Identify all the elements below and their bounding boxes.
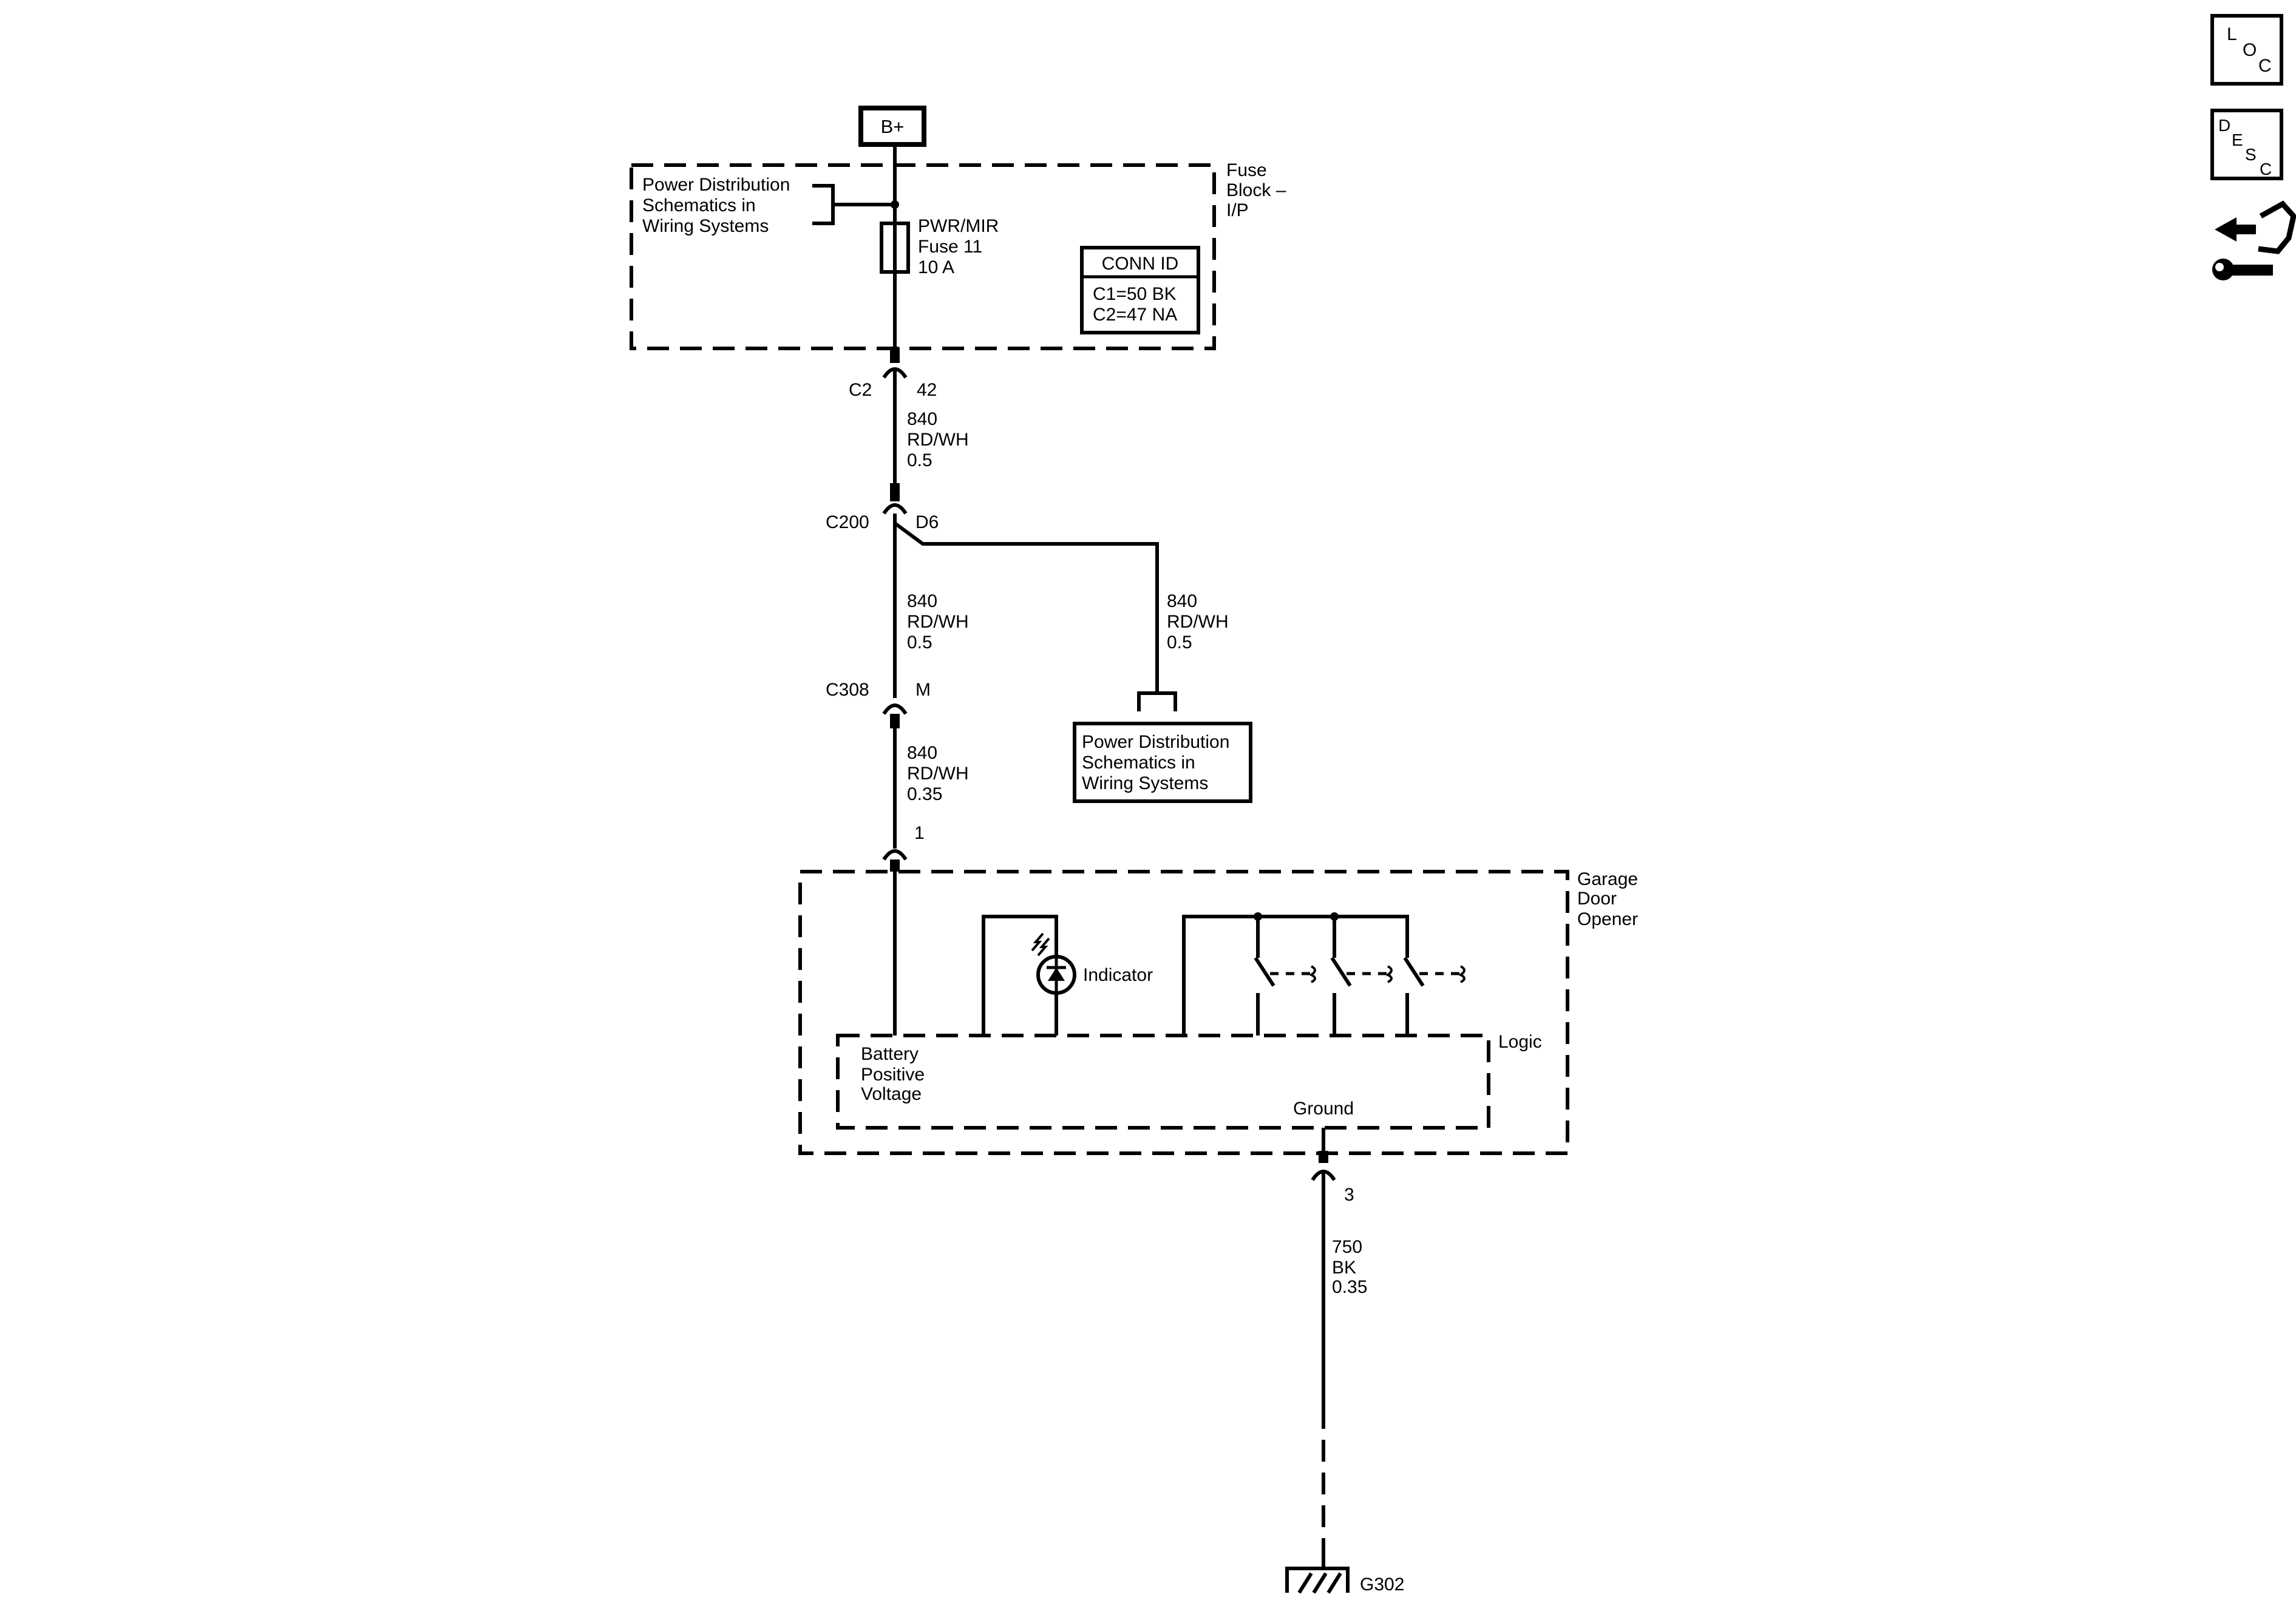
svg-text:C: C bbox=[2258, 56, 2272, 76]
wire-label-840-b: 840 RD/WH 0.5 bbox=[907, 591, 974, 653]
conn-id-table: CONN ID C1=50 BK C2=47 NA bbox=[1080, 246, 1200, 334]
fuse-block-label: Fuse Block – I/P bbox=[1226, 160, 1291, 220]
conn-id-header: CONN ID bbox=[1102, 254, 1179, 274]
c308-pin: M bbox=[915, 680, 931, 700]
wire-label-750: 750 BK 0.35 bbox=[1332, 1237, 1367, 1297]
conn-id-row: C1=50 BK bbox=[1093, 284, 1177, 304]
wire-label-840-branch: 840 RD/WH 0.5 bbox=[1167, 591, 1234, 653]
switch-2 bbox=[1330, 917, 1352, 1036]
c2-name: C2 bbox=[849, 380, 872, 400]
svg-text:Power Distribution Schem: Power Distribution Schematics in Wiring … bbox=[1082, 732, 1235, 793]
c2-pin: 42 bbox=[917, 380, 937, 400]
conn-id-row: C2=47 NA bbox=[1093, 305, 1177, 325]
branch-power-distribution-ref[interactable]: Power Distribution Schematics in Wiring … bbox=[1073, 722, 1252, 803]
wire-label-840-c: 840 RD/WH 0.35 bbox=[907, 743, 974, 804]
fuse-11-label: PWR/MIR Fuse 11 10 A bbox=[918, 216, 1004, 277]
svg-text:C: C bbox=[2260, 160, 2272, 178]
battery-positive-source: B+ bbox=[858, 106, 926, 147]
svg-text:D: D bbox=[2218, 116, 2230, 135]
b-plus-label: B+ bbox=[881, 116, 905, 137]
svg-text:O: O bbox=[2243, 40, 2257, 60]
c200-pin: D6 bbox=[915, 512, 939, 532]
switch-1 bbox=[1254, 917, 1275, 1036]
svg-text:L: L bbox=[2227, 24, 2237, 44]
c308-name: C308 bbox=[826, 680, 869, 700]
gdo-pin3-label: 3 bbox=[1344, 1185, 1354, 1205]
c308-male-pin bbox=[890, 714, 900, 728]
gdo-pin1-socket bbox=[882, 849, 908, 861]
gdo-pin1-label: 1 bbox=[914, 823, 925, 843]
svg-text:S: S bbox=[2245, 145, 2257, 164]
c308-female-socket bbox=[882, 703, 908, 715]
description-nav-button[interactable]: D E S C bbox=[2210, 109, 2283, 180]
c2-male-pin bbox=[890, 347, 900, 363]
svg-text:E: E bbox=[2232, 131, 2243, 149]
indicator-label: Indicator bbox=[1083, 965, 1153, 985]
wire-label-840-a: 840 RD/WH 0.5 bbox=[907, 409, 974, 470]
diagnostic-tools-icon[interactable] bbox=[2212, 200, 2296, 280]
branch-ref-bracket bbox=[1137, 691, 1177, 711]
gdo-pin3-male bbox=[1319, 1151, 1328, 1163]
c200-male-pin bbox=[890, 483, 900, 501]
wire-840-branch bbox=[894, 521, 1159, 693]
ground-point-label: G302 bbox=[1360, 1575, 1404, 1595]
gdo-pin1-male bbox=[890, 859, 900, 872]
svg-text:Power Distribution Schem: Power Distribution Schematics in Wiring … bbox=[642, 175, 795, 236]
c200-female-socket bbox=[882, 503, 908, 515]
battery-positive-voltage-label: Battery Positive Voltage bbox=[861, 1044, 929, 1104]
indicator-led-icon bbox=[1031, 932, 1076, 995]
location-nav-button[interactable]: L O C bbox=[2210, 14, 2283, 86]
ground-terminal-label: Ground bbox=[1293, 1099, 1354, 1119]
logic-label: Logic bbox=[1498, 1032, 1542, 1052]
switch-common-bus bbox=[1182, 915, 1409, 1036]
switch-3 bbox=[1403, 951, 1425, 1036]
c200-name: C200 bbox=[826, 512, 869, 532]
garage-door-opener-label: Garage Door Opener bbox=[1577, 869, 1643, 929]
ref-bracket bbox=[812, 184, 835, 225]
logic-block-outline bbox=[836, 1034, 1490, 1130]
fuse-block-outline bbox=[630, 163, 1216, 350]
ground-symbol-icon bbox=[1285, 1554, 1350, 1594]
fuse-block-power-distribution-ref[interactable]: Power Distribution Schematics in Wiring … bbox=[642, 175, 795, 236]
